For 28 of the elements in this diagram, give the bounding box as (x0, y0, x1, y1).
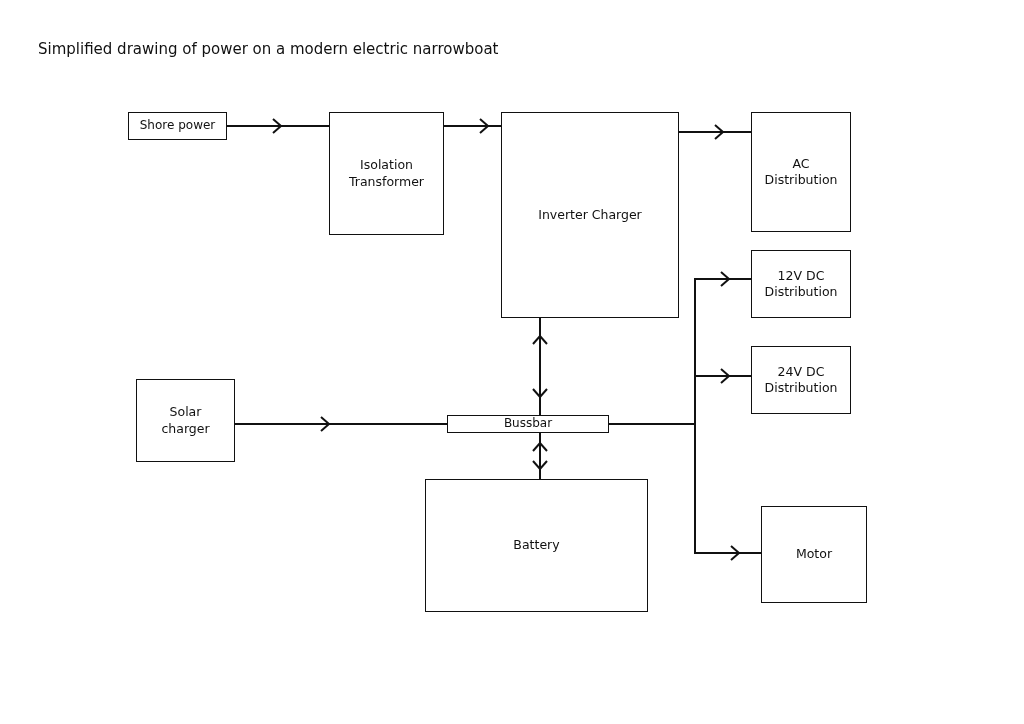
component-box (128, 112, 227, 140)
box-label: Solar charger (160, 404, 211, 437)
box-label: Inverter Charger (538, 206, 642, 224)
box-label: Battery (513, 537, 560, 554)
arrow (443, 118, 502, 134)
box-label: 24V DC Distribution (764, 363, 838, 397)
box-label: 12V DC Distribution (764, 267, 838, 301)
component-box (761, 506, 867, 603)
component-box (751, 346, 851, 414)
arrow (608, 423, 762, 561)
component-box (751, 112, 851, 232)
box-label: Bussbar (503, 416, 553, 432)
box-label: Shore power (139, 118, 216, 134)
component-box (329, 112, 444, 235)
box-label: Isolation Transformer (348, 157, 425, 190)
arrow (678, 124, 752, 140)
arrow (532, 432, 548, 480)
arrow (532, 317, 548, 416)
component-box (751, 250, 851, 318)
component-box (501, 112, 679, 318)
component-box (425, 479, 648, 612)
arrow (234, 416, 448, 432)
box-label: AC Distribution (764, 155, 838, 189)
bussbar-bar (447, 415, 609, 433)
arrow (226, 118, 330, 134)
component-box (136, 379, 235, 462)
diagram-title: Simplified drawing of power on a modern electric narrowboat (38, 40, 499, 58)
box-label: Motor (795, 546, 833, 563)
